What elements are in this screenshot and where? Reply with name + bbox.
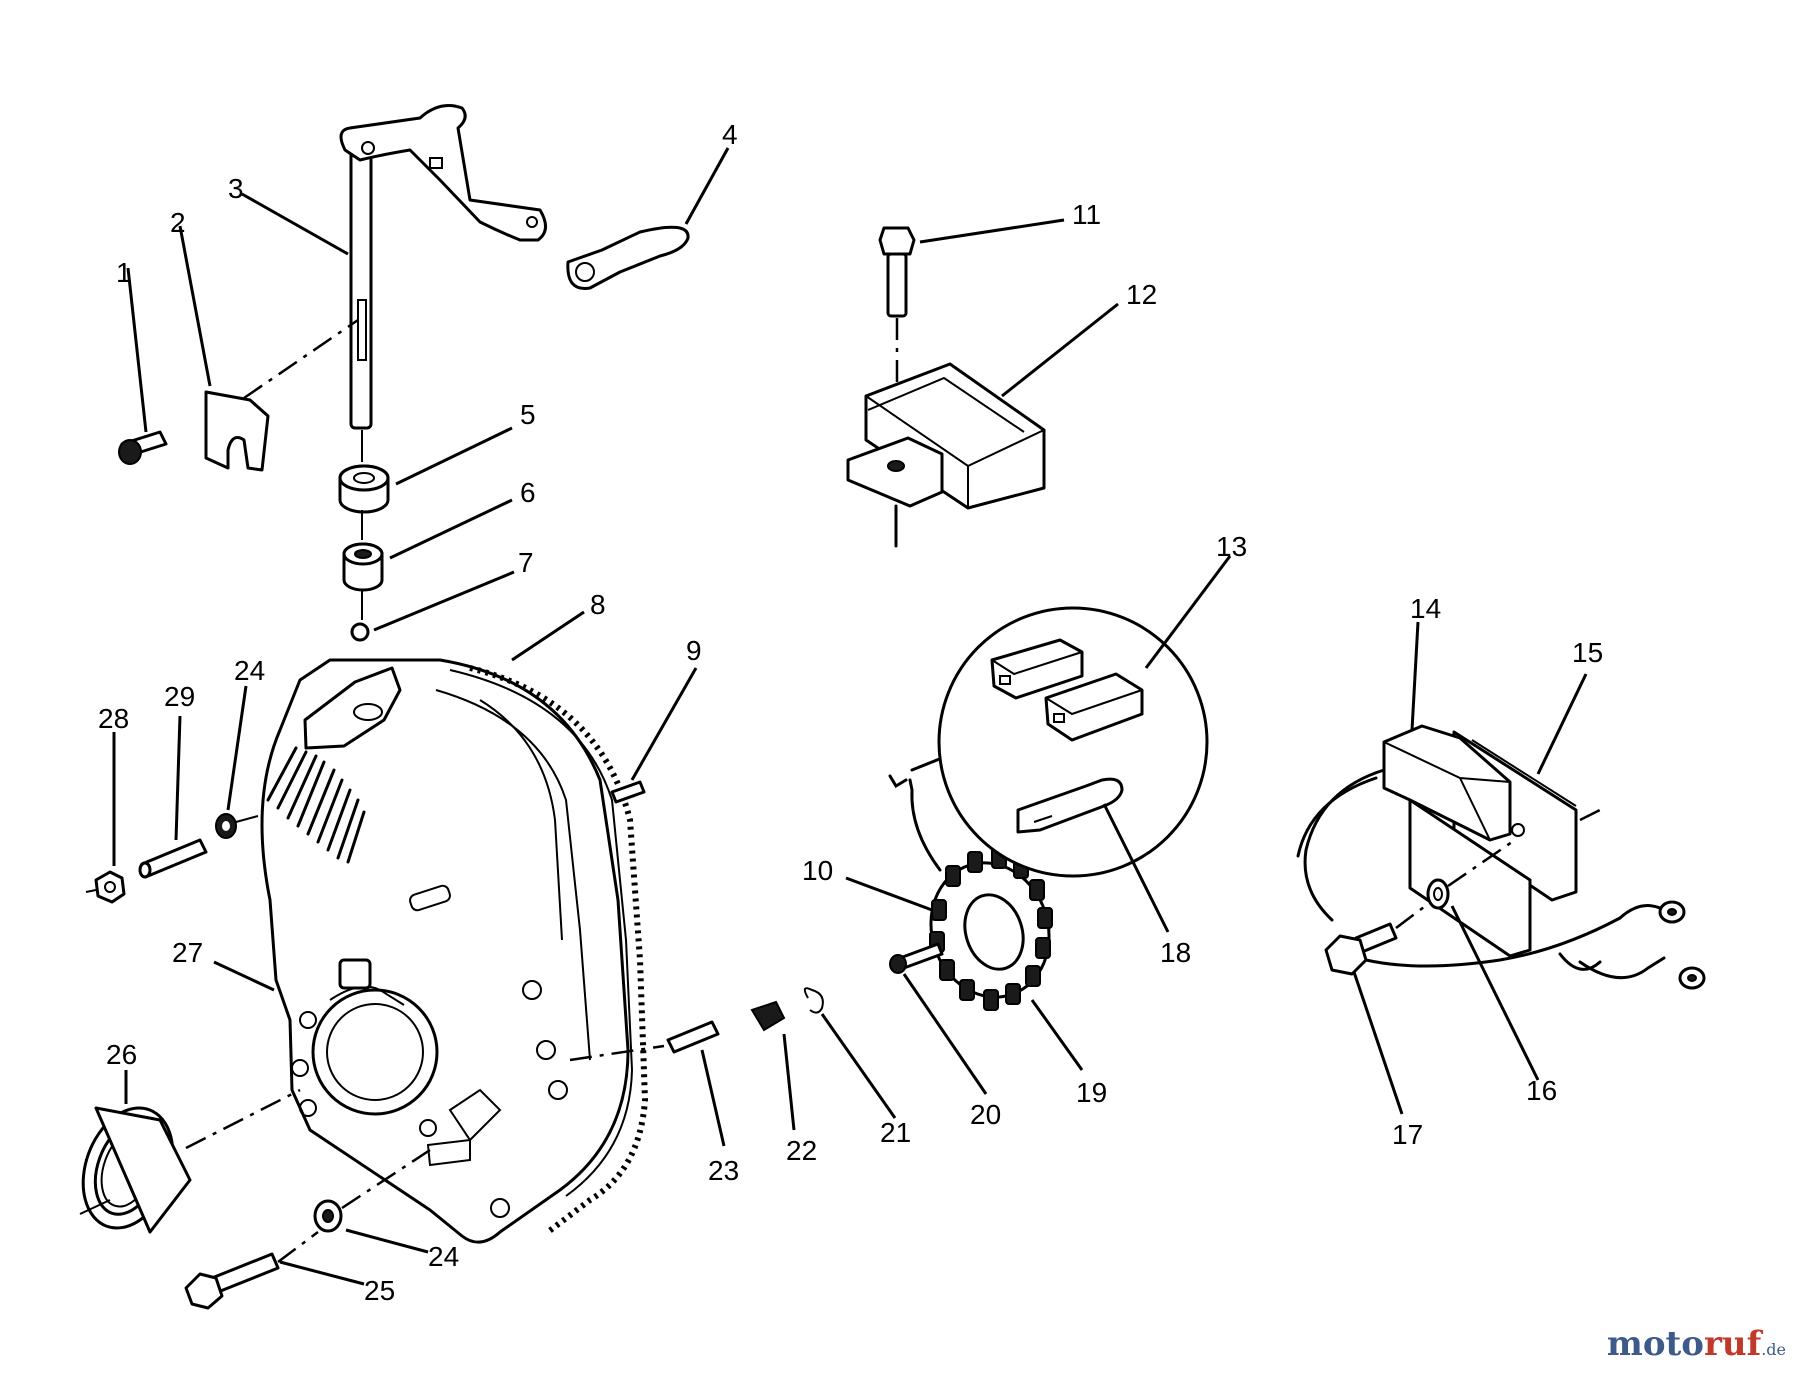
callout-14: 14: [1410, 593, 1441, 624]
washer-part-16: [1426, 878, 1450, 910]
governor-shaft-part: [339, 104, 547, 430]
callout-3: 3: [228, 173, 244, 204]
watermark-part-3: .de: [1761, 1340, 1786, 1359]
callout-1: 1: [116, 257, 132, 288]
leader-lines: [112, 147, 1588, 1286]
callout-labels: 1 2 3 4 5 6 7 8 9 10 11 12 13 14 15 16 1…: [98, 119, 1603, 1306]
oil-seal-part-26: [81, 1106, 192, 1234]
washer-part-5: [338, 464, 390, 514]
callout-22: 22: [786, 1135, 817, 1166]
callout-19: 19: [1076, 1077, 1107, 1108]
callout-17: 17: [1392, 1119, 1423, 1150]
pin-part-9: [610, 780, 646, 804]
callout-2: 2: [170, 207, 186, 238]
callout-9: 9: [686, 635, 702, 666]
callout-12: 12: [1126, 279, 1157, 310]
link-part: [566, 225, 690, 290]
callout-10: 10: [802, 855, 833, 886]
bracket-part-2: [204, 390, 270, 472]
callout-4: 4: [722, 119, 738, 150]
ring-part-21: [803, 987, 824, 1014]
callout-28: 28: [98, 703, 129, 734]
callout-20: 20: [970, 1099, 1001, 1130]
ball-part-7: [350, 622, 370, 642]
watermark-part-1: moto: [1606, 1324, 1704, 1364]
callout-18: 18: [1160, 937, 1191, 968]
callout-21: 21: [880, 1117, 911, 1148]
regulator-part-12: [846, 362, 1046, 510]
callout-29: 29: [164, 681, 195, 712]
stator-part-19: [929, 847, 1053, 1011]
screw-part-17: [1324, 922, 1398, 976]
callout-27: 27: [172, 937, 203, 968]
washer-part-24-lower: [313, 1199, 343, 1233]
callout-23: 23: [708, 1155, 739, 1186]
bolt-part-11: [878, 226, 916, 318]
washer-part-24-upper: [215, 813, 237, 839]
connector-part-13b: [1044, 672, 1144, 742]
callout-24-lower: 24: [428, 1241, 459, 1272]
connector-detail: [937, 606, 1209, 878]
ring-terminal-icon: [1658, 900, 1706, 990]
nut-part-28: [94, 870, 126, 904]
pin-part-23: [666, 1020, 720, 1054]
plug-part-22: [750, 1000, 786, 1032]
module-part-14: [1382, 724, 1532, 958]
callout-8: 8: [590, 589, 606, 620]
connector-part-13a: [990, 638, 1084, 700]
bolt-part-25: [184, 1252, 280, 1310]
screw-part-1: [118, 430, 168, 465]
callout-13: 13: [1216, 531, 1247, 562]
callout-11: 11: [1072, 199, 1101, 230]
callout-6: 6: [520, 477, 536, 508]
callout-5: 5: [520, 399, 536, 430]
watermark-logo: motoruf.de: [1607, 1324, 1786, 1364]
callout-16: 16: [1526, 1075, 1557, 1106]
watermark-part-2: ruf: [1703, 1324, 1762, 1364]
callout-25: 25: [364, 1275, 395, 1306]
stud-part-29: [138, 838, 208, 879]
callout-15: 15: [1572, 637, 1603, 668]
crankcase-cover-part: [260, 658, 649, 1244]
screw-part-20: [889, 942, 944, 974]
callout-26: 26: [106, 1039, 137, 1070]
callout-24-upper: 24: [234, 655, 265, 686]
bushing-part-6: [342, 542, 384, 592]
callout-7: 7: [518, 547, 534, 578]
